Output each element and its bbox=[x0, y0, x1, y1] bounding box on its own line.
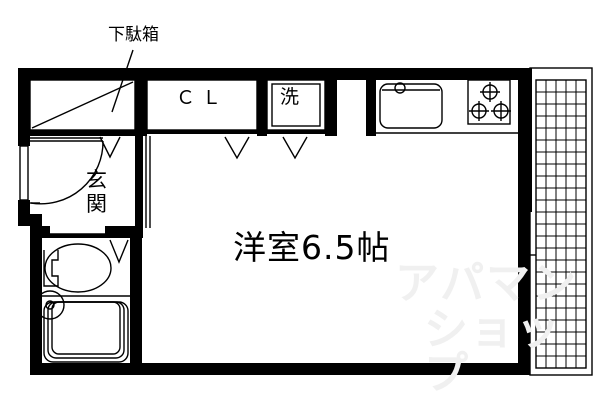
watermark-line2: ショップ bbox=[424, 304, 562, 399]
kitchen-sink-basin bbox=[379, 83, 443, 129]
entrance-door-panel bbox=[19, 145, 29, 201]
label-main-room: 洋室6.5帖 bbox=[233, 228, 391, 267]
stove-burner-left bbox=[469, 101, 489, 121]
toilet-bowl bbox=[44, 243, 112, 293]
balcony-tile-grid bbox=[536, 80, 586, 368]
wall-closet-bottom bbox=[147, 130, 257, 134]
label-genkan-line1: 玄 bbox=[86, 168, 107, 192]
wall-divider-shoebox bbox=[135, 68, 147, 136]
wall-divider-washer-kitchen bbox=[325, 68, 337, 136]
wall-top bbox=[18, 68, 530, 80]
wall-divider-closet-washer bbox=[257, 68, 267, 136]
wall-washer-bottom bbox=[267, 130, 325, 134]
kitchen-faucet-icon bbox=[394, 82, 406, 94]
watermark-line1: アパマン bbox=[395, 258, 579, 309]
wall-bottom bbox=[30, 363, 530, 375]
shoe-cabinet-front-wall bbox=[18, 130, 135, 136]
balcony-outline bbox=[529, 67, 593, 376]
bathtub-faucet-icon bbox=[35, 290, 65, 320]
label-shoe-box: 下駄箱 bbox=[108, 25, 159, 45]
thin-lines-group bbox=[18, 49, 593, 376]
bathtub-inner bbox=[47, 301, 125, 359]
wall-bath-left bbox=[30, 214, 42, 375]
label-closet: ＣＬ bbox=[176, 87, 229, 109]
stove-burner-top bbox=[480, 82, 500, 102]
wall-divider-genkan bbox=[135, 136, 143, 230]
entrance-door-swing-arc bbox=[30, 140, 104, 205]
bathroom-door-opening bbox=[50, 226, 105, 234]
wall-balcony-lower-stub bbox=[518, 300, 530, 375]
stove-burner-right bbox=[491, 101, 511, 121]
closet-door-marker bbox=[224, 136, 250, 160]
closet-box bbox=[146, 79, 258, 131]
toilet-tank bbox=[43, 250, 59, 287]
wall-left-upper bbox=[18, 68, 30, 146]
washer-box-outer bbox=[266, 79, 326, 131]
shoebox-leader-line bbox=[111, 49, 134, 113]
bathtub-inner2 bbox=[51, 301, 121, 355]
washer-box-inner bbox=[271, 83, 321, 127]
wall-genkan-bottom bbox=[30, 226, 54, 238]
wall-genkan-right-stub bbox=[130, 226, 143, 238]
wall-kitchen-stub bbox=[366, 68, 376, 136]
washer-door-marker bbox=[282, 136, 308, 160]
bathroom-door-marker bbox=[109, 239, 129, 264]
label-washer: 洗 bbox=[280, 86, 300, 108]
label-genkan-line2: 関 bbox=[86, 192, 107, 216]
shoe-cabinet-diagonal bbox=[31, 81, 134, 129]
wall-bath-right bbox=[130, 226, 142, 375]
gas-stove-box bbox=[467, 79, 511, 125]
